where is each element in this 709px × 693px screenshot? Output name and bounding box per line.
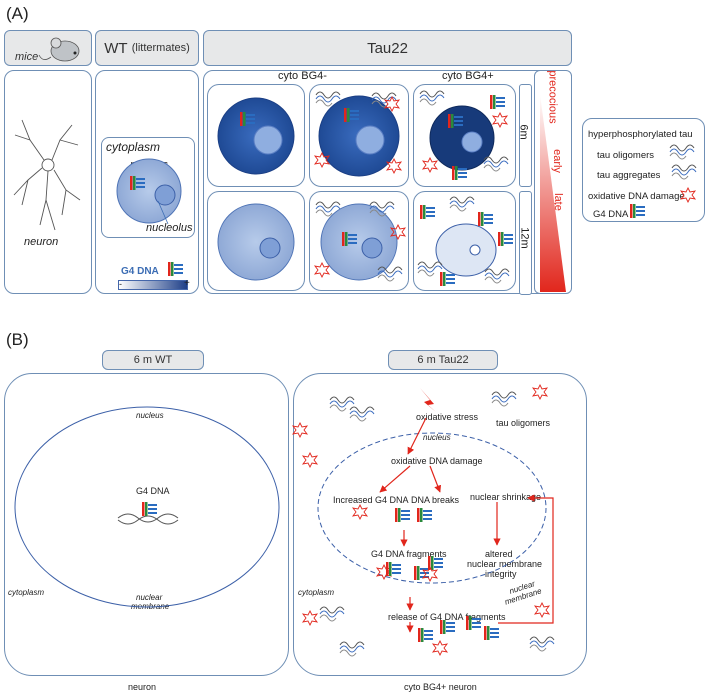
legend-oligomers: tau oligomers xyxy=(597,150,655,161)
g4-scale-title: G4 DNA xyxy=(121,266,159,277)
b-left-g4: G4 DNA xyxy=(136,486,170,496)
b-right-caption: cyto BG4+ neuron xyxy=(404,682,477,692)
cytoplasm-label: cytoplasm xyxy=(106,140,161,154)
neuron-label: neuron xyxy=(24,236,59,248)
nucleolus-label: nucleolus xyxy=(146,222,193,234)
pathology-early: early xyxy=(550,149,563,173)
b-left-caption: neuron xyxy=(128,682,157,692)
time-12m-box xyxy=(519,191,532,295)
b-right-nucleus: nucleus xyxy=(423,433,451,442)
b-right-fragments: G4 DNA fragments xyxy=(371,549,447,559)
b-right-header: 6 m Tau22 xyxy=(388,350,498,370)
mice-label: mice xyxy=(15,51,39,63)
b-left-nuclear: nuclear xyxy=(136,593,163,602)
pathology-precocious: precocious xyxy=(546,70,559,124)
mouse-icon xyxy=(38,37,80,62)
b-right-shrinkage: nuclear shrinkage xyxy=(470,492,542,502)
g4-scale-bar xyxy=(118,280,188,290)
legend-damage: oxidative DNA damage xyxy=(588,191,685,202)
neuron-column xyxy=(4,70,92,294)
tau22-header: Tau22 xyxy=(203,30,572,66)
legend-aggregates: tau aggregates xyxy=(597,170,661,181)
legend-g4: G4 DNA xyxy=(593,209,629,220)
b-right-increased-g4: Increased G4 DNA xyxy=(333,495,409,505)
b-left-header: 6 m WT xyxy=(102,350,204,370)
nucleus-label: nucleus xyxy=(130,159,168,171)
g4-scale-minus: - xyxy=(119,279,122,289)
wt-header: WT (littermates) xyxy=(95,30,199,66)
b-left-membrane: membrane xyxy=(131,602,170,611)
time-6m-box xyxy=(519,84,532,187)
b-right-altered-2: nuclear membrane xyxy=(467,559,543,569)
bg4-pos-label: cyto BG4+ xyxy=(442,70,494,82)
wt-header-sub: (littermates) xyxy=(131,42,190,54)
panel-a-label: (A) xyxy=(6,4,29,23)
b-left-nucleus: nucleus xyxy=(136,411,164,420)
time-12m-label: 12m xyxy=(518,227,531,249)
mice-header: mice xyxy=(4,30,92,66)
b-right-oligomers: tau oligomers xyxy=(496,418,551,428)
b-right-altered-1: altered xyxy=(485,549,513,559)
b-right-ox-damage: oxidative DNA damage xyxy=(391,456,483,466)
cell-6m-bg4neg-wt-like xyxy=(207,84,305,187)
bg4-neg-label: cyto BG4- xyxy=(278,70,327,82)
cell-12m-bg4neg-wt-like xyxy=(207,191,305,291)
cell-12m-bg4pos xyxy=(413,191,516,291)
cell-12m-bg4neg xyxy=(309,191,409,291)
pathology-tau: tau pathology xyxy=(545,201,558,269)
b-right-altered-3: integrity xyxy=(485,569,517,579)
g4-scale-plus: + xyxy=(184,278,190,289)
time-6m-label: 6m xyxy=(517,124,530,140)
cell-6m-bg4neg xyxy=(309,84,409,187)
wt-header-label: WT xyxy=(104,39,128,57)
b-left-cytoplasm: cytoplasm xyxy=(8,588,45,597)
panel-b-label: (B) xyxy=(6,330,29,349)
legend-ptau: hyperphosphorylated tau xyxy=(588,129,693,140)
b-right-cytoplasm: cytoplasm xyxy=(298,588,335,597)
b-right-ox-stress: oxidative stress xyxy=(416,412,479,422)
b-right-dna-breaks: DNA breaks xyxy=(411,495,460,505)
b-right-release: release of G4 DNA fragments xyxy=(388,612,506,622)
cell-6m-bg4pos xyxy=(413,84,516,187)
